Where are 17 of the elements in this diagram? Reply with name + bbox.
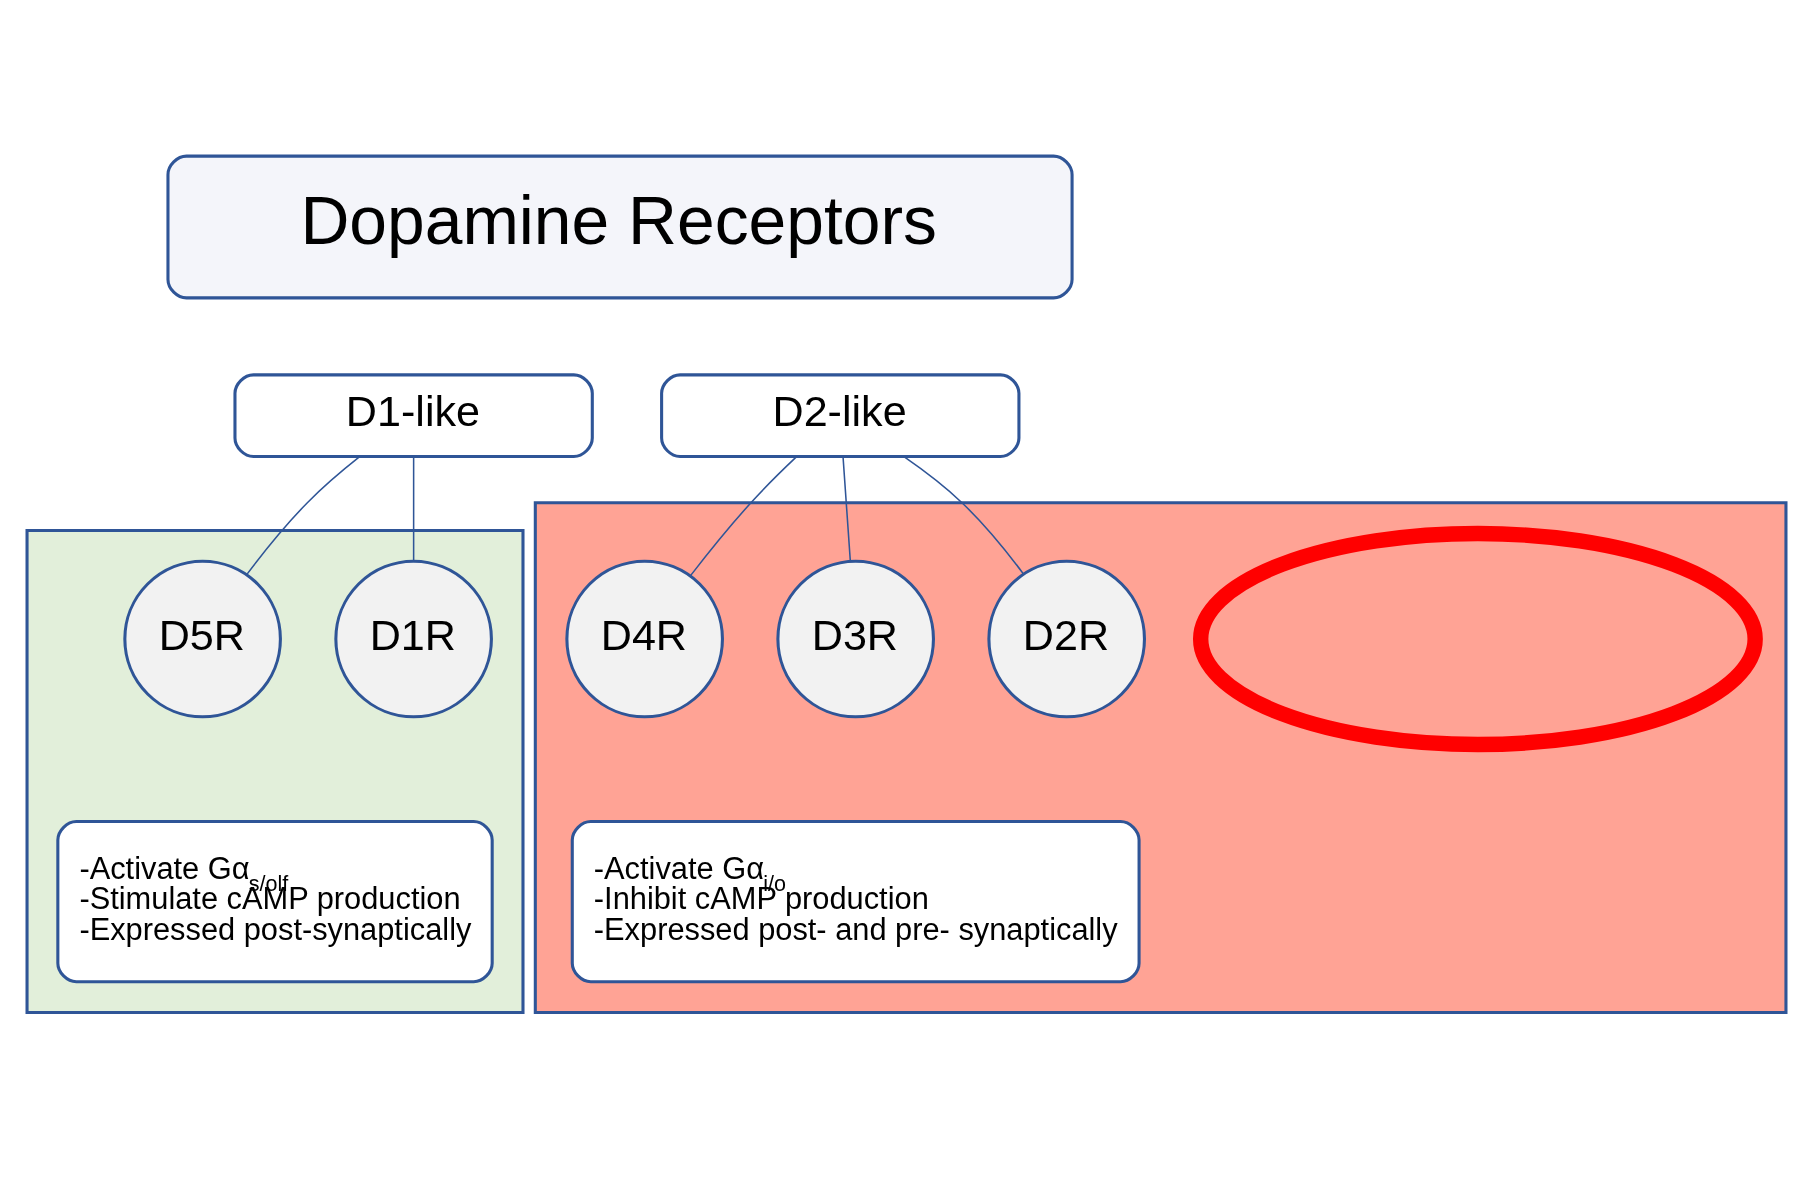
cluster: [25, 528, 525, 1015]
node-box: D1-like: [233, 373, 594, 459]
node-circle: D4R: [565, 559, 724, 719]
node-circle: D2R: [987, 559, 1146, 719]
connector: [903, 456, 1025, 575]
node-box: Dopamine Receptors: [166, 154, 1074, 300]
connector: [412, 455, 415, 562]
node-ellipse: [1193, 525, 1763, 753]
node-box: -Activate Gα$_{i/o}$ -Inhibit cAMP production -Expressed post- and pre- synaptically: [570, 820, 1141, 984]
connector: [245, 455, 361, 576]
cluster: [533, 501, 1788, 1015]
connector: [689, 456, 798, 577]
node-circle: D3R: [776, 559, 935, 719]
node-circle: D1R: [334, 559, 493, 719]
node-circle: D5R: [123, 559, 282, 719]
connector: [842, 455, 852, 562]
node-box: D2-like: [660, 373, 1021, 459]
